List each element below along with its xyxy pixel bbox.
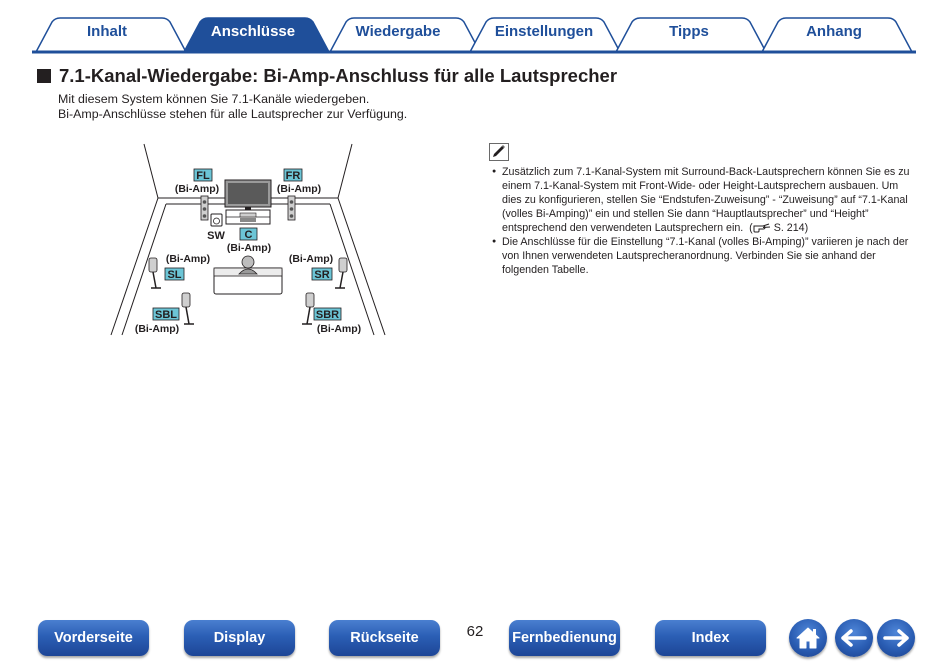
label-sr: SR (314, 269, 329, 281)
tab-anschluesse[interactable]: Anschlüsse (210, 23, 296, 40)
surround-back-left-speaker-icon (181, 292, 194, 325)
page-title: 7.1-Kanal-Wiedergabe: Bi-Amp-Anschluss f… (59, 65, 618, 86)
tab-tipps[interactable]: Tipps (669, 23, 709, 40)
surround-left-speaker-icon (148, 257, 161, 289)
front-right-speaker-icon (287, 195, 296, 221)
memo-pencil-icon (489, 143, 509, 161)
arrow-right-icon (883, 629, 909, 647)
pointing-hand-icon[interactable] (753, 222, 771, 233)
vorderseite-button[interactable]: Vorderseite (38, 620, 149, 656)
label-fr: FR (286, 170, 301, 182)
tab-wiedergabe[interactable]: Wiedergabe (355, 23, 441, 40)
forward-button[interactable] (877, 619, 915, 657)
bi-amp-sr: (Bi-Amp) (289, 253, 333, 265)
back-button[interactable] (835, 619, 873, 657)
tab-einstellungen[interactable]: Einstellungen (494, 23, 594, 40)
bullet-icon: ● (492, 168, 497, 175)
bullet-icon: ● (492, 238, 497, 245)
label-fl: FL (196, 170, 210, 182)
label-sbr: SBR (316, 309, 339, 321)
subwoofer-icon (210, 213, 223, 227)
note-text-1: Zusätzlich zum 7.1-Kanal-System mit Surr… (502, 166, 910, 234)
intro-line-2: Bi-Amp-Anschlüsse stehen für alle Lautsp… (58, 107, 408, 121)
tab-bar-graphic (32, 17, 916, 54)
label-sl: SL (167, 269, 181, 281)
note-item-2: ● Die Anschlüsse für die Einstellung “7.… (492, 235, 917, 277)
sofa-listener-icon (213, 255, 283, 295)
heading-square-icon (37, 69, 51, 83)
rueckseite-button[interactable]: Rückseite (329, 620, 440, 656)
bi-amp-sl: (Bi-Amp) (166, 253, 210, 265)
note-ref-1[interactable]: S. 214 (773, 222, 805, 234)
note-text-2: Die Anschlüsse für die Einstellung “7.1-… (502, 236, 909, 276)
center-speaker-icon (239, 212, 257, 218)
tab-inhalt[interactable]: Inhalt (87, 23, 127, 40)
home-button[interactable] (789, 619, 827, 657)
bi-amp-sbl: (Bi-Amp) (135, 323, 179, 335)
surround-right-speaker-icon (335, 257, 348, 289)
label-sbl: SBL (155, 309, 177, 321)
bi-amp-c: (Bi-Amp) (227, 242, 271, 254)
label-c: C (245, 229, 253, 241)
label-sw: SW (207, 230, 225, 242)
front-left-speaker-icon (200, 195, 209, 221)
room-outline (110, 143, 386, 336)
speaker-label-boxes (152, 168, 342, 321)
bi-amp-fl: (Bi-Amp) (175, 183, 219, 195)
tv-icon (224, 179, 272, 225)
speaker-layout-diagram: FL FR C SL SR SBL SBR SW (Bi-Amp) (Bi-Am… (110, 143, 386, 336)
tab-anhang[interactable]: Anhang (806, 23, 862, 40)
bi-amp-fr: (Bi-Amp) (277, 183, 321, 195)
fernbedienung-button[interactable]: Fernbedienung (509, 620, 620, 656)
display-button[interactable]: Display (184, 620, 295, 656)
note-item-1: ● Zusätzlich zum 7.1-Kanal-System mit Su… (492, 166, 910, 234)
arrow-left-icon (841, 629, 867, 647)
notes-list: ● Zusätzlich zum 7.1-Kanal-System mit Su… (492, 165, 917, 277)
index-button[interactable]: Index (655, 620, 766, 656)
intro-line-1: Mit diesem System können Sie 7.1-Kanäle … (58, 92, 370, 106)
bi-amp-sbr: (Bi-Amp) (317, 323, 361, 335)
page-number: 62 (466, 623, 484, 640)
tab-bar: Inhalt Anschlüsse Wiedergabe Einstellung… (0, 0, 950, 56)
section-heading: 7.1-Kanal-Wiedergabe: Bi-Amp-Anschluss f… (37, 65, 917, 87)
surround-back-right-speaker-icon (302, 292, 315, 325)
home-icon (796, 627, 820, 649)
